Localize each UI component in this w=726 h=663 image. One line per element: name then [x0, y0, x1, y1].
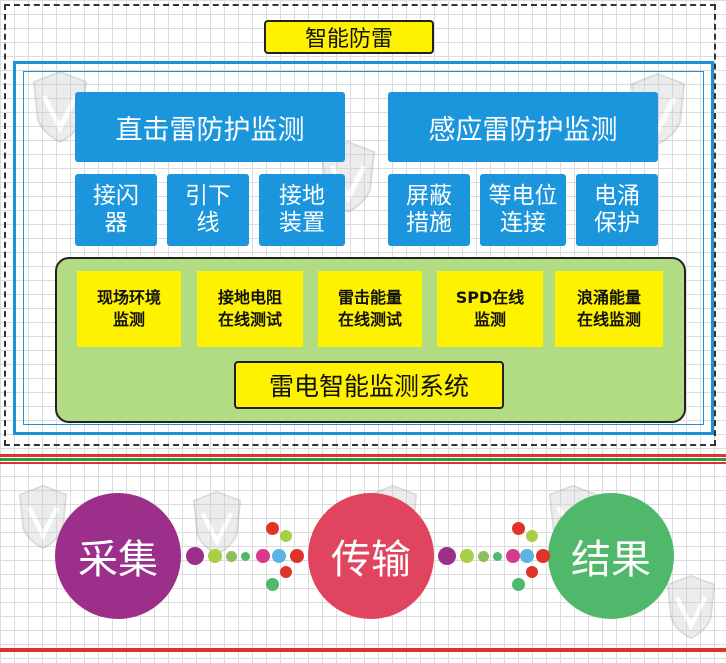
- divider-red-footer: [0, 648, 726, 652]
- connector-dot: [526, 530, 538, 542]
- connector-dot: [493, 552, 502, 561]
- connector-dot: [512, 578, 525, 591]
- connector-dot: [241, 552, 250, 561]
- watermark-shield-icon: [666, 574, 716, 640]
- connector-dot: [536, 549, 550, 563]
- outer-dashed-frame: [4, 4, 716, 446]
- flow-step-result: 结果: [548, 493, 674, 619]
- monitor-item-grounding-resistance: 接地电阻 在线测试: [197, 271, 303, 347]
- flow-step-transmit: 传输: [308, 493, 434, 619]
- connector-dot: [290, 549, 304, 563]
- flow-step-collect: 采集: [55, 493, 181, 619]
- divider-red-top: [0, 454, 726, 457]
- blue-outer-frame: [13, 61, 714, 435]
- sub-item-air-terminal: 接闪 器: [75, 174, 157, 246]
- connector-dot: [266, 578, 279, 591]
- connector-dot: [186, 547, 204, 565]
- connector-dot: [512, 522, 525, 535]
- watermark-shield-icon: [192, 490, 242, 556]
- connector-dot: [266, 522, 279, 535]
- connector-dot: [438, 547, 456, 565]
- connector-dot: [226, 551, 237, 562]
- connector-dot: [526, 566, 538, 578]
- diagram-title: 智能防雷: [264, 20, 434, 54]
- watermark-shield-icon: [32, 70, 88, 144]
- connector-dot: [478, 551, 489, 562]
- connector-dot: [272, 549, 286, 563]
- monitoring-system-label: 雷电智能监测系统: [234, 361, 504, 409]
- divider-green: [0, 458, 726, 461]
- category-direct-lightning: 直击雷防护监测: [75, 92, 345, 162]
- monitor-item-surge-energy: 浪涌能量 在线监测: [555, 271, 663, 347]
- connector-dot: [280, 530, 292, 542]
- connector-dot: [208, 549, 222, 563]
- sub-item-equipotential: 等电位 连接: [480, 174, 566, 246]
- connector-dot: [506, 549, 520, 563]
- monitor-item-environment: 现场环境 监测: [77, 271, 181, 347]
- divider-red-bottom: [0, 462, 726, 464]
- connector-dot: [460, 549, 474, 563]
- sub-item-down-conductor: 引下 线: [167, 174, 249, 246]
- blue-inner-frame: [23, 71, 704, 425]
- connector-dot: [256, 549, 270, 563]
- sub-item-surge-protection: 电涌 保护: [576, 174, 658, 246]
- sub-item-grounding: 接地 装置: [259, 174, 345, 246]
- connector-dot: [280, 566, 292, 578]
- monitor-item-strike-energy: 雷击能量 在线测试: [318, 271, 422, 347]
- monitor-item-spd: SPD在线 监测: [437, 271, 543, 347]
- category-induced-lightning: 感应雷防护监测: [388, 92, 658, 162]
- connector-dot: [520, 549, 534, 563]
- sub-item-shielding: 屏蔽 措施: [388, 174, 470, 246]
